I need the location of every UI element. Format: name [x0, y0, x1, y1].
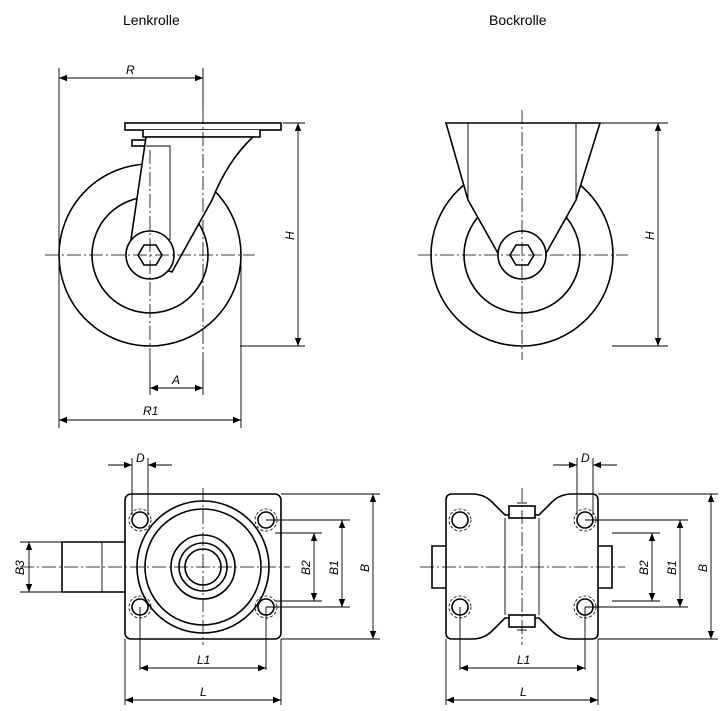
fork-inner-line — [146, 145, 171, 240]
title-lenkrolle: Lenkrolle — [123, 12, 180, 28]
label-B1: B1 — [665, 560, 679, 575]
label-R: R — [126, 63, 135, 77]
label-B3: B3 — [13, 560, 27, 575]
label-D: D — [581, 451, 590, 465]
swivel-castor-top-view: D B B1 B2 B3 L1 L — [13, 451, 380, 705]
bolt-hole — [131, 511, 149, 529]
fork-tail — [61, 541, 125, 593]
bolt-hole-outline — [128, 508, 152, 532]
label-B2: B2 — [637, 560, 651, 575]
bolt-hole-outline — [448, 508, 472, 532]
label-B2: B2 — [299, 560, 313, 575]
label-H: H — [643, 231, 657, 240]
bolt-hole — [451, 511, 469, 529]
label-L1: L1 — [197, 653, 210, 667]
label-D: D — [136, 451, 145, 465]
bracket-outline — [445, 493, 599, 640]
label-B: B — [358, 564, 372, 572]
bolt-holes — [448, 508, 597, 619]
label-L: L — [520, 685, 527, 699]
label-L: L — [200, 685, 207, 699]
swivel-head — [142, 130, 261, 138]
title-bockrolle: Bockrolle — [489, 12, 547, 28]
label-B: B — [696, 564, 710, 572]
label-A: A — [171, 373, 180, 387]
label-B1: B1 — [327, 560, 341, 575]
swivel-castor-side-view: R H A R1 — [45, 63, 305, 428]
label-L1: L1 — [517, 653, 530, 667]
fixed-castor-top-view: D B B1 B2 L1 L — [420, 451, 718, 705]
label-R1: R1 — [143, 404, 158, 418]
brake-tab — [131, 139, 147, 147]
axle-boss-right — [598, 545, 613, 589]
fixed-castor-side-view: H — [418, 110, 668, 360]
label-H: H — [283, 231, 297, 240]
